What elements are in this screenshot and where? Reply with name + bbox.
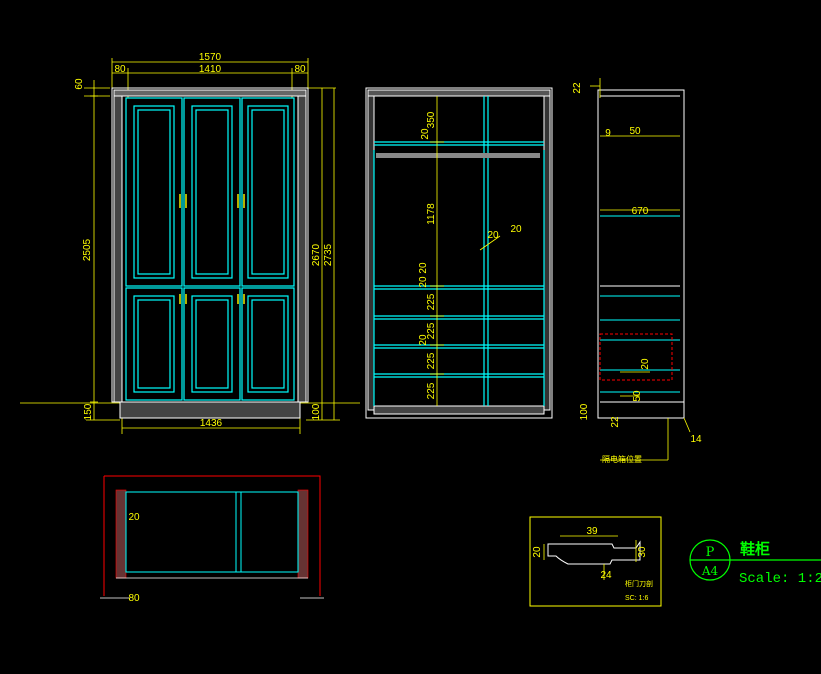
dim-side-left: 80 [114,64,126,75]
dim-plinth: 150 [83,403,94,420]
electrical-box-note: 隔电箱位置 [602,454,642,464]
dim-side-notch: 9 [605,128,611,139]
side-elevation: 22 9 50 670 20 100 50 22 14 隔电箱位置 [572,78,702,464]
dim-drawer-3: 225 [426,352,437,369]
hanging-rail [376,153,540,158]
dim-side-depth: 670 [632,206,649,217]
dim-shelf-a: 20 [487,230,499,241]
dim-top-space: 350 [426,111,437,128]
sheet-number: A4 [701,564,719,578]
drawing-title: 鞋柜 [740,540,770,558]
dim-hanging-height: 1178 [426,203,437,225]
dim-detail-depth: 24 [600,570,612,581]
dim-detail-right-h: 30 [637,546,648,558]
dim-side-top: 22 [572,82,583,94]
dim-plan-thickness: 20 [128,512,140,523]
dim-plan-return: 80 [128,593,140,604]
section-elevation: 350 20 1178 20 20 20 20 225 225 225 225 … [365,87,553,419]
front-elevation: 1570 1410 80 80 60 2505 2670 2735 150 10… [20,52,360,434]
dim-drawer-4: 225 [426,382,437,399]
dim-rail-gap: 20 [420,128,431,140]
dim-side-rail: 50 [629,126,641,137]
dim-side-base: 100 [579,403,590,420]
dim-side-toe: 22 [610,416,621,428]
dim-drawer-2: 225 [426,322,437,339]
dim-bottom-width: 1436 [200,418,223,429]
dim-shelf-b: 20 [510,224,522,235]
plan-view: 20 80 [100,475,324,604]
title-block: P A4 鞋柜 Scale: 1:25 [689,539,821,587]
electrical-box-zone [599,333,673,381]
dim-height-b: 2735 [323,243,334,266]
sheet-letter: P [706,545,715,560]
door-section-detail: 39 20 30 24 柜门刀剖 SC: 1:6 [529,516,662,607]
dim-detail-left-h: 20 [532,546,543,558]
dim-detail-width: 39 [586,526,598,537]
dim-shelf-c: 20 [418,262,429,274]
detail-name: 柜门刀剖 [625,579,653,588]
dim-shelf-d: 20 [418,276,429,288]
dim-side-offset: 14 [690,434,702,445]
dim-side-drawer-gap: 20 [640,358,651,370]
detail-scale: SC: 1:6 [625,595,648,602]
dim-side-kick: 50 [632,390,643,402]
dim-plinth-right: 100 [311,403,322,420]
dim-overall-width: 1570 [199,52,222,63]
dim-side-right: 80 [294,64,306,75]
dim-drawer-1: 225 [426,293,437,310]
dim-inner-width: 1410 [199,64,222,75]
dim-height-a: 2670 [311,243,322,266]
dim-shelf-e: 20 [418,334,429,346]
dim-door-height: 2505 [82,238,93,261]
dim-top-cap: 60 [74,78,85,90]
drawing-scale: Scale: 1:25 [739,571,821,587]
